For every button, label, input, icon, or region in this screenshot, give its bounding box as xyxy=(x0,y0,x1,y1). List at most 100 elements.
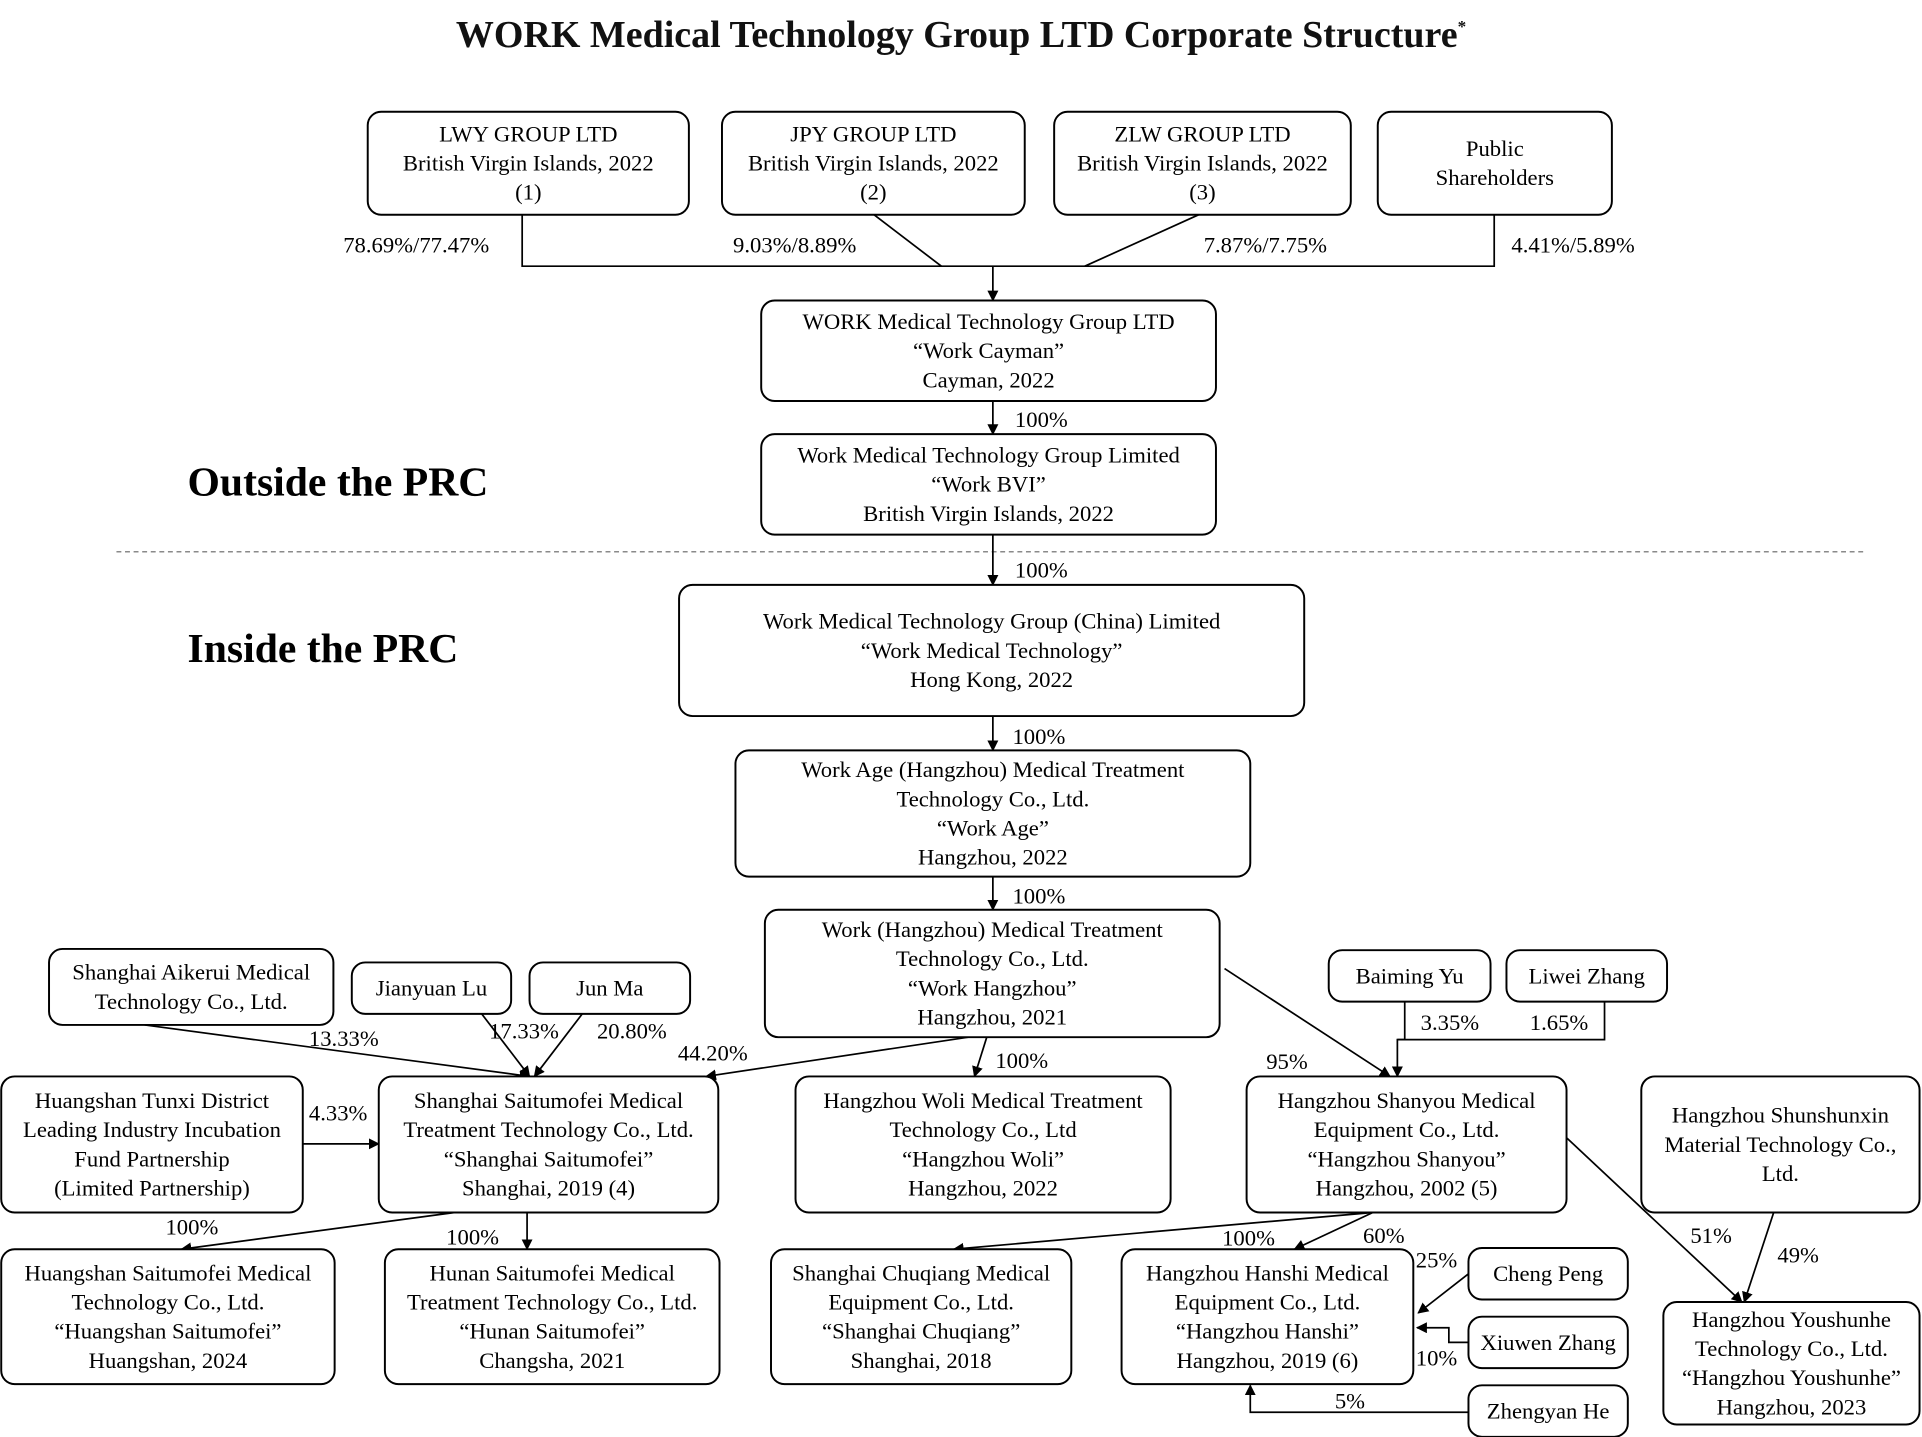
entity-box xyxy=(528,961,692,1015)
ownership-pct-chengpeng-hanshi: 25% xyxy=(1416,1248,1458,1273)
entity-text-line: (3) xyxy=(1189,180,1215,205)
entity-box xyxy=(678,583,1306,718)
ownership-pct-liwei-shanyou: 1.65% xyxy=(1530,1010,1589,1035)
ownership-pct-saitumofei-huangshan: 100% xyxy=(165,1215,218,1240)
entity-text-line: Shanghai Chuqiang Medical xyxy=(792,1260,1050,1285)
entity-box xyxy=(383,1248,721,1386)
entity-text-line: Huangshan, 2024 xyxy=(89,1348,248,1373)
ownership-pct-zlw-cayman: 7.87%/7.75% xyxy=(1204,233,1327,258)
edge-workhz-woli xyxy=(972,1036,988,1078)
ownership-pct-jpy-cayman: 9.03%/8.89% xyxy=(733,233,856,258)
entity-box xyxy=(1640,1075,1921,1214)
entity-text-line: Cheng Peng xyxy=(1493,1261,1603,1286)
entity-text-line: (2) xyxy=(860,180,886,205)
entity-text-line: Hangzhou Youshunhe xyxy=(1692,1307,1891,1332)
entity-text-line: (1) xyxy=(515,180,541,205)
entity-text-line: Huangshan Tunxi District xyxy=(35,1088,270,1113)
edge-shunshunxin-youshunhe xyxy=(1742,1212,1775,1304)
entity-text-line: “Huangshan Saitumofei” xyxy=(54,1319,281,1344)
ownership-pct-workhz-shanyou: 95% xyxy=(1266,1049,1308,1074)
entity-text-line: “Hangzhou Hanshi” xyxy=(1176,1319,1359,1344)
entity-xiuwen: Xiuwen Zhang xyxy=(1467,1315,1629,1370)
ownership-pct-shanyou-chuqiang: 100% xyxy=(1222,1226,1275,1251)
ownership-labels: 78.69%/77.47%9.03%/8.89%7.87%/7.75%4.41%… xyxy=(165,233,1819,1414)
entity-text-line: Treatment Technology Co., Ltd. xyxy=(407,1289,697,1314)
entity-text-line: Xiuwen Zhang xyxy=(1481,1330,1616,1355)
ownership-pct-zhengyan-hanshi: 5% xyxy=(1335,1389,1365,1414)
entity-box xyxy=(1053,110,1352,216)
entity-jianyuan: Jianyuan Lu xyxy=(350,961,513,1015)
entity-text-line: Treatment Technology Co., Ltd. xyxy=(403,1117,693,1142)
entity-box xyxy=(763,908,1221,1039)
edge-workhz-saitumofei xyxy=(704,1036,969,1081)
entity-text-line: Work Age (Hangzhou) Medical Treatment xyxy=(801,757,1185,782)
entity-text-line: Equipment Co., Ltd. xyxy=(1175,1289,1361,1314)
edge-zhengyan-hanshi xyxy=(1244,1384,1469,1414)
entity-text-line: British Virgin Islands, 2022 xyxy=(748,151,999,176)
entity-text-line: Technology Co., Ltd. xyxy=(72,1289,265,1314)
entity-text-line: Zhengyan He xyxy=(1487,1398,1610,1423)
entity-nodes: LWY GROUP LTD British Virgin Islands, 202… xyxy=(0,110,1921,1437)
entity-box xyxy=(1327,949,1492,1003)
ownership-pct-saitumofei-hunan: 100% xyxy=(446,1224,499,1249)
entity-box xyxy=(794,1075,1172,1214)
edge-xiuwen-hanshi xyxy=(1415,1322,1469,1344)
entity-text-line: “Hangzhou Woli” xyxy=(902,1146,1064,1171)
edge-liwei-shanyou xyxy=(1397,1001,1606,1041)
entity-box xyxy=(1245,1075,1568,1214)
entity-text-line: Material Technology Co., xyxy=(1664,1132,1896,1157)
ownership-pct-xiuwen-hanshi: 10% xyxy=(1416,1346,1458,1371)
entity-text-line: “Work Cayman” xyxy=(913,338,1064,363)
entity-text-line: Jianyuan Lu xyxy=(376,976,487,1001)
entity-text-line: Shanghai Saitumofei Medical xyxy=(414,1088,683,1113)
entity-text-line: Hong Kong, 2022 xyxy=(910,667,1073,692)
entity-text-line: “Work Medical Technology” xyxy=(861,638,1123,663)
entity-text-line: “Hunan Saitumofei” xyxy=(459,1319,645,1344)
entity-text-line: “Work Age” xyxy=(937,815,1049,840)
entity-chengpeng: Cheng Peng xyxy=(1467,1247,1629,1301)
entity-text-line: Hangzhou Hanshi Medical xyxy=(1146,1260,1389,1285)
ownership-pct-workage-workhz: 100% xyxy=(1012,884,1065,909)
ownership-pct-hk-workage: 100% xyxy=(1012,724,1065,749)
entity-text-line: Hangzhou, 2022 xyxy=(918,845,1068,870)
entity-bvi: Work Medical Technology Group Limited“Wo… xyxy=(760,433,1217,536)
entity-text-line: JPY GROUP LTD xyxy=(790,121,956,146)
entity-text-line: Public xyxy=(1466,136,1524,161)
edge-saitumofei-huangshan xyxy=(180,1211,455,1254)
ownership-pct-shanyou-hanshi: 60% xyxy=(1363,1223,1405,1248)
entity-junma: Jun Ma xyxy=(528,961,692,1015)
entity-text-line: Work Medical Technology Group Limited xyxy=(797,443,1180,468)
edge-jianyuan-saitumofei xyxy=(481,1013,531,1078)
edge-shanyou-hanshi xyxy=(1293,1211,1374,1251)
ownership-pct-junma-saitumofei: 20.80% xyxy=(597,1018,667,1043)
entity-text-line: Leading Industry Incubation xyxy=(23,1117,281,1142)
entity-text-line: British Virgin Islands, 2022 xyxy=(1077,151,1328,176)
entity-box xyxy=(1467,1315,1629,1370)
entity-hk: Work Medical Technology Group (China) Li… xyxy=(678,583,1306,718)
entity-box xyxy=(48,947,335,1026)
ownership-pct-workhz-saitumofei: 44.20% xyxy=(678,1040,748,1065)
entity-text-line: Jun Ma xyxy=(576,976,643,1001)
entity-text-line: LWY GROUP LTD xyxy=(439,121,617,146)
entity-text-line: WORK Medical Technology Group LTD xyxy=(802,309,1174,334)
entity-text-line: Changsha, 2021 xyxy=(479,1348,625,1373)
entity-zhengyan: Zhengyan He xyxy=(1467,1384,1629,1437)
entity-text-line: Equipment Co., Ltd. xyxy=(1314,1117,1500,1142)
entity-box xyxy=(350,961,513,1015)
ownership-pct-workhz-woli: 100% xyxy=(995,1048,1048,1073)
entity-liwei: Liwei Zhang xyxy=(1505,949,1669,1003)
entity-text-line: Technology Co., Ltd. xyxy=(1695,1336,1888,1361)
entity-text-line: ZLW GROUP LTD xyxy=(1114,121,1290,146)
entity-text-line: Work (Hangzhou) Medical Treatment xyxy=(822,917,1164,942)
ownership-pct-shanyou-youshunhe: 51% xyxy=(1690,1223,1732,1248)
